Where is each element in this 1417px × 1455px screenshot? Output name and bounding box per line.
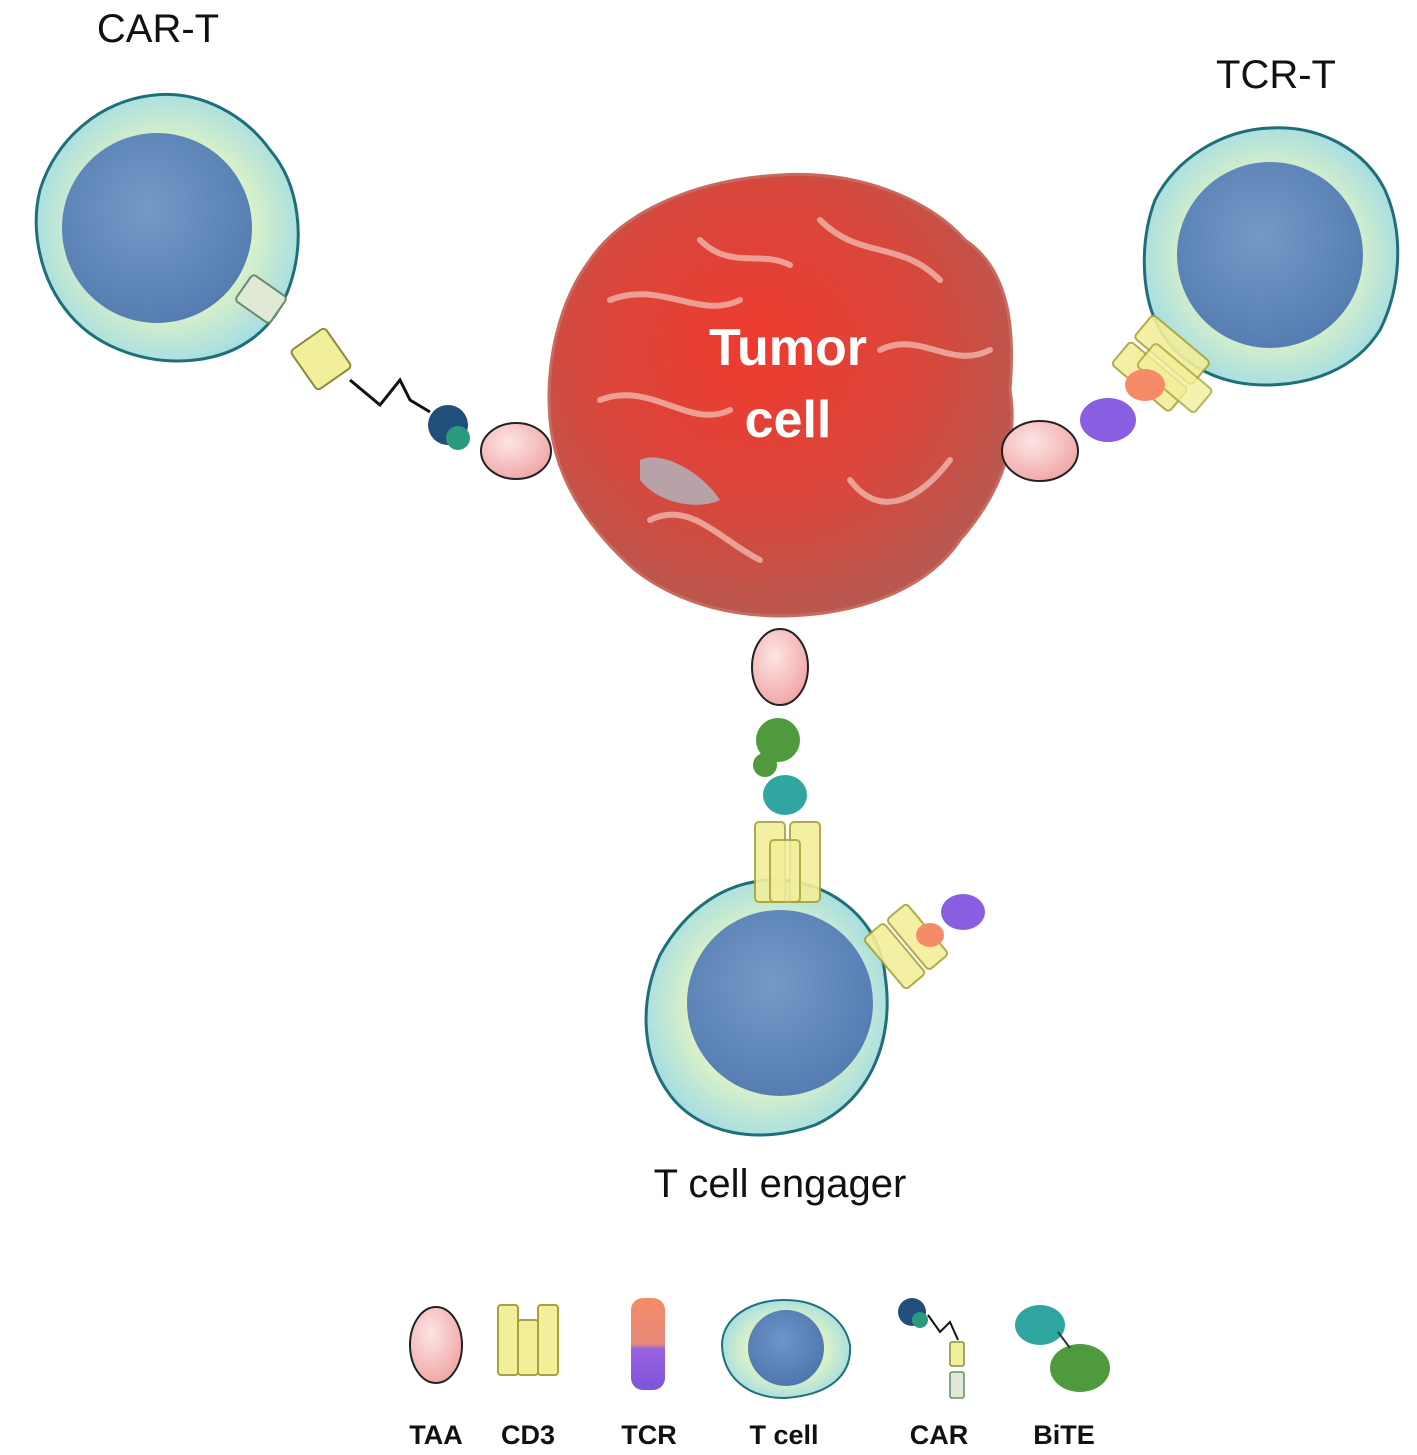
tcr-t-cell — [1142, 126, 1400, 387]
legend-label-cd3: CD3 — [501, 1420, 555, 1450]
tcr-t-tcr-bottom — [1080, 398, 1136, 442]
legend-label-taa: TAA — [409, 1420, 463, 1450]
tcr-t-tcr-top — [1125, 369, 1165, 401]
t-cell-icon — [720, 1298, 852, 1400]
taa-oval-icon — [409, 1306, 463, 1384]
car-t-cell — [34, 92, 300, 363]
legend-label-bite: BiTE — [1033, 1420, 1095, 1450]
taa-left — [480, 422, 552, 480]
car-t-label: CAR-T — [97, 7, 219, 51]
car-receptor — [235, 274, 470, 450]
car-t-nucleus — [62, 133, 252, 323]
engager-bite-teal — [763, 775, 807, 815]
legend-label-t-cell: T cell — [749, 1420, 818, 1450]
cd3-icon — [497, 1304, 559, 1376]
engager-label: T cell engager — [654, 1162, 907, 1206]
tcr-icon — [631, 1298, 665, 1390]
engager-cd3-top — [754, 821, 821, 903]
engager-tcr-orange — [916, 923, 944, 947]
tumor-label-line1: Tumor — [709, 319, 867, 377]
legend-label-car: CAR — [910, 1420, 969, 1450]
tumor-cell — [547, 172, 1014, 618]
tumor-label-line2: cell — [745, 391, 832, 449]
tcr-t-nucleus — [1177, 162, 1363, 348]
taa-right — [1001, 420, 1079, 482]
tcr-t-label: TCR-T — [1216, 53, 1336, 97]
taa-bottom — [751, 628, 809, 706]
engager-t-nucleus — [687, 910, 873, 1096]
car-icon — [898, 1298, 965, 1399]
engager-bite-green — [756, 718, 800, 762]
legend-label-tcr: TCR — [621, 1420, 677, 1450]
legend — [409, 1298, 1110, 1400]
bite-icon — [1015, 1305, 1110, 1392]
engager-bite-green-2 — [753, 753, 777, 777]
engager-tcr-purple — [941, 894, 985, 930]
engager-t-cell — [644, 878, 889, 1137]
